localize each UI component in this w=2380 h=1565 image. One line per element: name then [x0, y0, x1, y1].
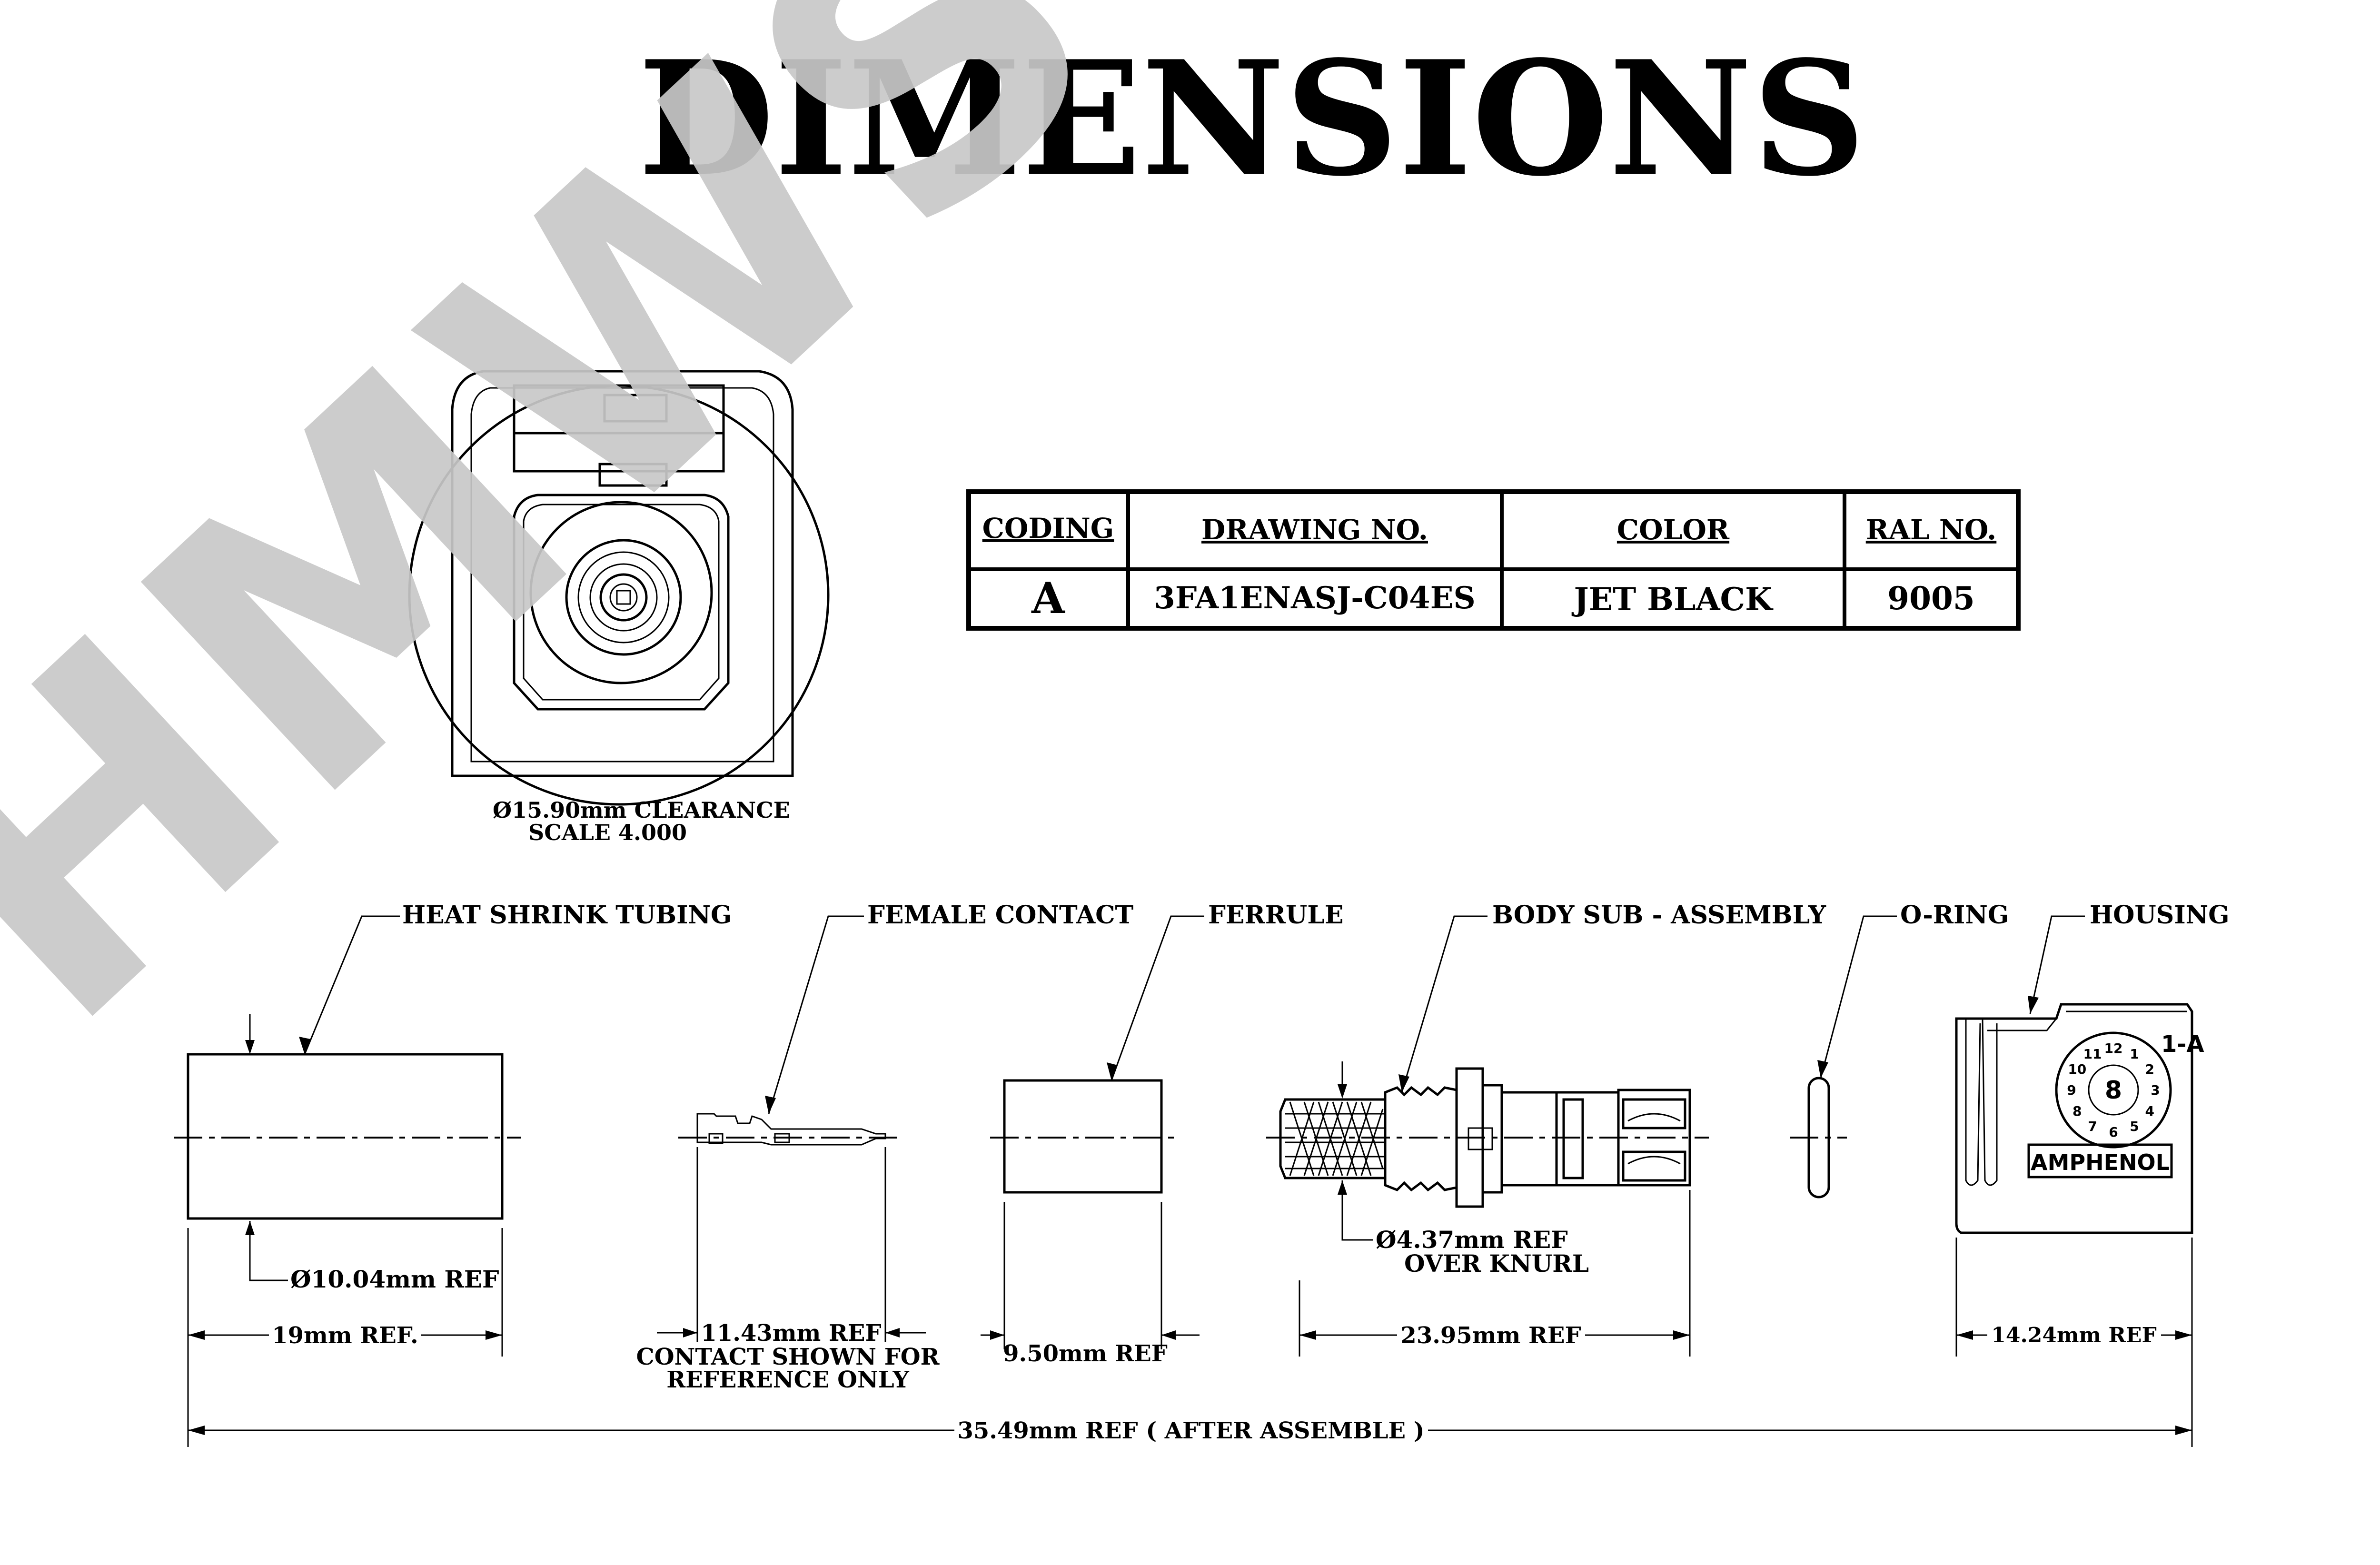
dial-number: 8	[2073, 1103, 2082, 1119]
tubing-length-label: 19mm REF.	[272, 1322, 418, 1349]
dial-number: 2	[2145, 1061, 2154, 1077]
dial-number: 9	[2067, 1082, 2076, 1098]
dimension-arrowheads	[188, 1328, 2192, 1435]
dial-number: 5	[2130, 1119, 2139, 1134]
table-cell-color: JET BLACK	[1572, 581, 1774, 618]
callout-body-sub-assembly: BODY SUB - ASSEMBLY	[1492, 901, 1826, 930]
table-cell-drawing-no: 3FA1ENASJ-C04ES	[1154, 580, 1475, 616]
female-contact	[678, 1113, 902, 1146]
dial-number: 10	[2068, 1061, 2086, 1077]
overall-length-label: 35.49mm REF ( AFTER ASSEMBLE )	[957, 1417, 1424, 1444]
dial-number: 6	[2109, 1124, 2118, 1140]
body-sub-assembly	[1266, 1061, 1709, 1241]
housing-length-label: 14.24mm REF	[1991, 1323, 2157, 1347]
dial-center-number: 8	[2105, 1076, 2122, 1105]
table-header-drawing-no: DRAWING NO.	[1201, 514, 1428, 546]
contact-note-line1: CONTACT SHOWN FOR	[636, 1344, 940, 1370]
table-header-coding: CODING	[982, 512, 1114, 545]
callout-female-contact: FEMALE CONTACT	[867, 901, 1134, 930]
contact-length-label: 11.43mm REF	[701, 1320, 881, 1347]
callout-o-ring: O-RING	[1900, 901, 2009, 930]
callout-heat-shrink-tubing: HEAT SHRINK TUBING	[402, 901, 732, 930]
dimension-lines	[187, 1147, 2193, 1447]
housing-brand-label: AMPHENOL	[2031, 1149, 2170, 1175]
scale-label: SCALE 4.000	[528, 820, 687, 845]
tubing-diameter-label: Ø10.04mm REF	[290, 1265, 499, 1293]
dial-number: 4	[2145, 1103, 2154, 1119]
knurl	[1285, 1101, 1385, 1176]
table-cell-coding: A	[1031, 573, 1065, 624]
dial-number: 12	[2104, 1040, 2123, 1056]
leader-lines	[304, 915, 2085, 1114]
watermark: HMWS	[0, 0, 1187, 1108]
table-header-color: COLOR	[1617, 514, 1730, 546]
contact-note-line2: REFERENCE ONLY	[666, 1367, 909, 1393]
dial-number: 7	[2088, 1119, 2097, 1134]
housing-code-label: 1-A	[2161, 1031, 2204, 1058]
leader-arrowheads	[299, 996, 2039, 1114]
knurl-diameter-label: Ø4.37mm REF	[1376, 1226, 1568, 1254]
body-length-label: 23.95mm REF	[1400, 1322, 1581, 1349]
dial-number: 11	[2083, 1046, 2102, 1062]
heat-shrink-tubing	[174, 1014, 521, 1281]
callout-ferrule: FERRULE	[1208, 901, 1344, 930]
knurl-note-label: OVER KNURL	[1404, 1249, 1589, 1278]
dial-number: 3	[2151, 1082, 2160, 1098]
coding-table	[966, 489, 2021, 631]
ferrule	[990, 1079, 1178, 1194]
dial-number: 1	[2130, 1046, 2139, 1062]
clearance-label: Ø15.90mm CLEARANCE	[493, 797, 790, 823]
table-cell-ral-no: 9005	[1887, 580, 1975, 617]
o-ring	[1790, 1077, 1847, 1199]
front-view	[408, 370, 830, 806]
table-header-ral-no: RAL NO.	[1866, 514, 1997, 546]
callout-housing: HOUSING	[2090, 901, 2230, 930]
ferrule-length-label: 9.50mm REF	[1003, 1340, 1168, 1367]
page-title: DIMENSIONS	[638, 26, 1865, 211]
